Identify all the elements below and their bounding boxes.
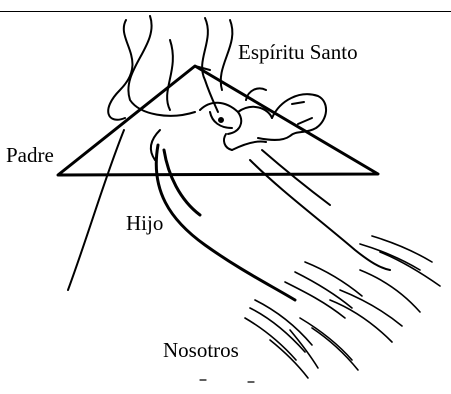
bottom-marks <box>200 380 254 382</box>
label-nosotros: Nosotros <box>163 340 239 361</box>
label-padre: Padre <box>6 145 54 166</box>
label-espiritu-santo: Espíritu Santo <box>238 42 358 63</box>
padre-line <box>68 130 160 290</box>
triangle <box>58 66 378 175</box>
head <box>232 94 326 150</box>
hijo-arm <box>156 145 295 300</box>
praying-hands-icon <box>245 236 440 378</box>
robe-lines <box>108 16 232 120</box>
label-hijo: Hijo <box>126 213 163 234</box>
